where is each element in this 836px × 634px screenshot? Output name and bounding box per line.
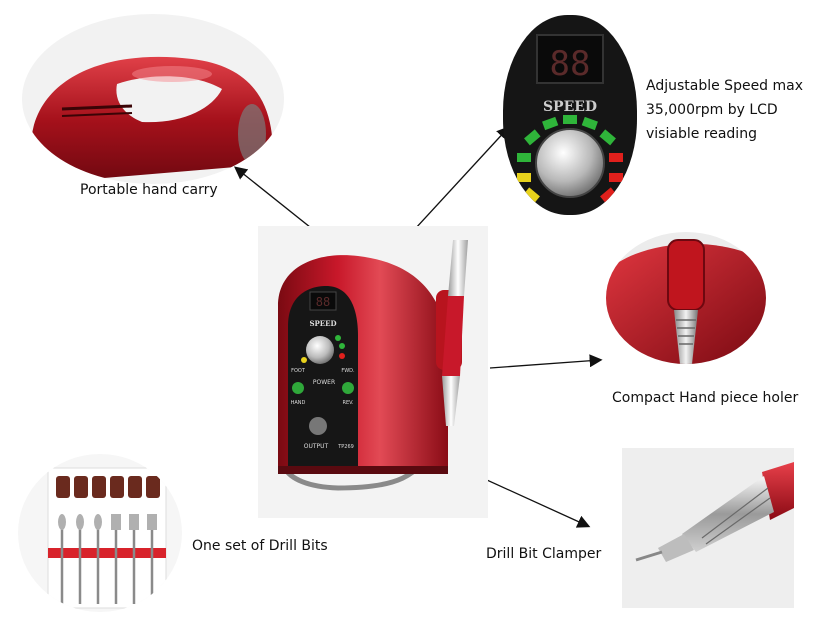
holder-image	[606, 239, 766, 364]
speed-led-ring	[517, 115, 623, 204]
main-device-image: 88 SPEED FOOT POWER FWD. HAND REV. OUTPU…	[278, 240, 468, 491]
drill-bit-set	[60, 524, 154, 604]
device-fwd-label: FWD.	[341, 368, 355, 374]
closeup-display-digits: 88	[550, 44, 591, 84]
fwd-rev-button	[342, 382, 354, 394]
caption-holder: Compact Hand piece holer	[612, 390, 799, 406]
closeup-speed-label: SPEED	[543, 99, 597, 115]
caption-carry: Portable hand carry	[80, 182, 218, 198]
drill-bits-image	[47, 467, 167, 609]
caption-speed-3: visiable reading	[646, 126, 757, 142]
device-model-label: TP269	[337, 444, 354, 450]
speed-panel-image: 88 SPEED	[517, 34, 623, 204]
clamper-image	[635, 462, 794, 562]
device-speed-label: SPEED	[309, 319, 336, 328]
clamper-closeup	[622, 448, 794, 608]
carry-handle-closeup	[22, 14, 284, 184]
caption-speed-1: Adjustable Speed max	[646, 78, 804, 94]
speed-panel-closeup: 88 SPEED	[503, 15, 637, 215]
caption-bits: One set of Drill Bits	[192, 538, 328, 554]
device-output-label: OUTPUT	[304, 443, 329, 450]
caption-clamper: Drill Bit Clamper	[486, 546, 602, 562]
device-display-digits: 88	[316, 295, 330, 309]
arrow-holder	[489, 354, 603, 369]
device-power-label: POWER	[313, 379, 335, 386]
main-device-photo: 88 SPEED FOOT POWER FWD. HAND REV. OUTPU…	[258, 226, 488, 518]
device-rev-label: REV.	[343, 400, 354, 406]
holder-closeup	[606, 232, 766, 364]
carry-handle-image	[32, 56, 273, 184]
sanding-bands	[56, 476, 160, 498]
device-hand-label: HAND	[291, 400, 306, 406]
caption-speed-2: 35,000rpm by LCD	[646, 102, 778, 118]
foot-hand-button	[292, 382, 304, 394]
device-foot-label: FOOT	[291, 368, 306, 374]
speed-knob	[535, 128, 605, 198]
drill-bits-closeup	[18, 454, 182, 612]
